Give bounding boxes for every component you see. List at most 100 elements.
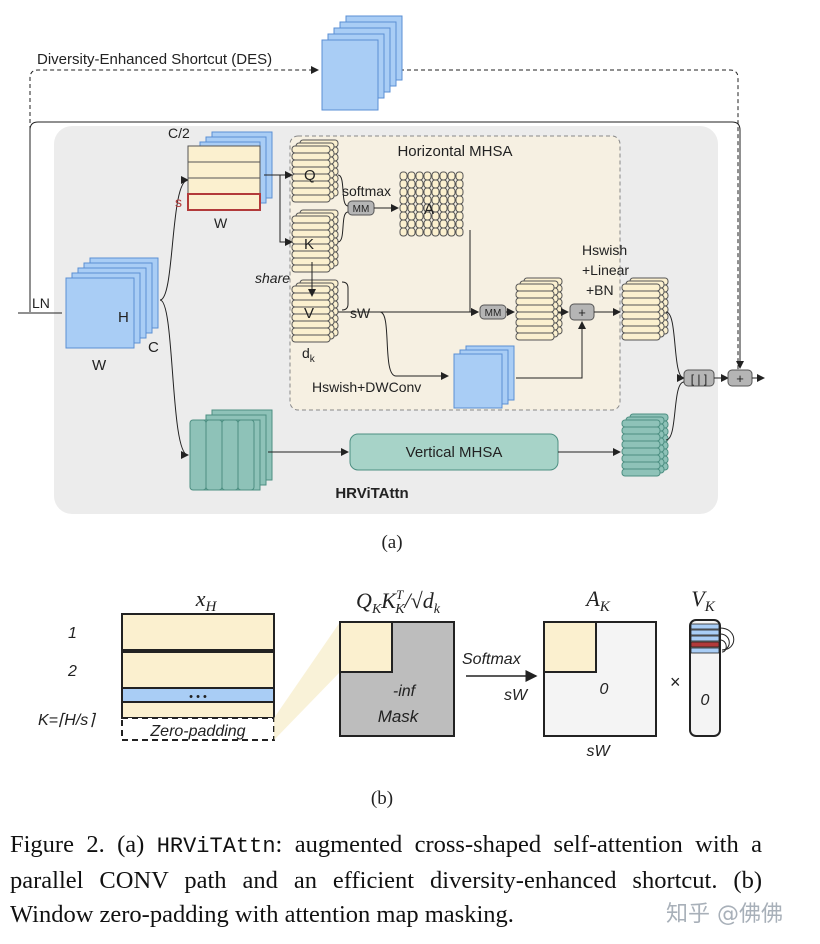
softmax-label: softmax [342,183,391,199]
attention-cell [415,179,424,189]
vk-title: VK [691,586,715,615]
sw-label: sW [350,305,371,321]
vertical-out-cell [621,468,661,477]
attention-cell [415,195,424,205]
ak-title: AK [584,586,610,615]
mm-out-cell [515,318,555,327]
attention-cell [455,195,464,205]
attention-cell [455,179,464,189]
caption-text: : augmented cross-shaped self-attention … [10,831,762,928]
mm-out-cell [515,290,555,299]
branch-upper [159,176,189,301]
caption-prefix: Figure 2. (a) [10,831,157,858]
attention-cell [431,171,440,181]
mask-label: Mask [378,707,420,726]
mask-inf-label: -inf [393,683,417,700]
vk-row [690,635,720,642]
attention-cell [415,187,424,197]
row-2-label: 2 [67,663,77,680]
attention-cell [415,227,424,237]
linear-out-cell [621,318,661,327]
mm-out-cell [515,332,555,341]
attention-cell [399,219,408,229]
vertical-mhsa-label: Vertical MHSA [406,444,503,461]
vertical-out-cell [621,461,661,470]
horizontal-mhsa-label: Horizontal MHSA [397,143,512,160]
xh-dots: • • • [189,691,207,703]
vk-loop-2 [719,633,730,651]
horizontal-input-stack [187,131,273,211]
mm-output-tile [515,277,563,341]
attention-cell [439,219,448,229]
mm-out-cell [515,304,555,313]
vertical-out-cell [621,447,661,456]
linear-to-concat [665,311,685,382]
attention-cell [455,203,464,213]
vertical-out-cell [621,433,661,442]
v-tile-cell [291,285,331,294]
attention-cell [447,171,456,181]
linear-out-cell [621,311,661,320]
mm-out-cell [515,311,555,320]
des-feature-stack [321,15,403,111]
vk-loop-1 [719,627,735,651]
caption-module-name: HRViTAttn [156,834,276,859]
q-label: Q [304,167,316,184]
attention-cell [423,187,432,197]
attention-cell [431,179,440,189]
attention-cell [439,187,448,197]
attention-cell [407,187,416,197]
hswish-linear-bn-3: +BN [586,282,614,298]
panel-a-label: (a) [381,532,402,553]
w-split-label: W [214,215,228,231]
k-tile-cell [291,257,331,266]
residual-path [29,121,744,369]
sw-brace [341,281,349,311]
ak-zero: 0 [600,681,609,698]
attention-cell [415,203,424,213]
c-half-label: C/2 [168,125,190,141]
xh-row-1 [121,613,275,651]
softmax-b-label: Softmax [462,651,522,668]
attention-cell [447,227,456,237]
linear-out-cell [621,297,661,306]
vertical-out-cell [621,426,661,435]
attention-cell [423,227,432,237]
module-name: HRViTAttn [335,485,408,502]
attention-cell [423,179,432,189]
mm-out-cell [515,297,555,306]
v-tile-cell [291,327,331,336]
watermark: 知乎 @佛佛 [666,902,783,927]
v-label: V [304,305,314,322]
des-path-out [400,69,739,370]
attention-cell [399,171,408,181]
attention-cell [407,171,416,181]
k-tile-cell [291,222,331,231]
a-label: A [424,201,434,218]
k-row-label: K=⌈H/s⌉ [38,712,96,729]
mm-out-cell [515,283,555,292]
attention-cell [439,179,448,189]
qk-valid-block [339,621,393,673]
attention-cell [431,187,440,197]
q-tile-cell [291,145,331,154]
attention-cell [447,203,456,213]
k-tile-cell [291,215,331,224]
vk-loop-3 [719,639,727,653]
panel-b-label: (b) [371,788,393,809]
to-k-arrow [279,175,293,246]
share-label: share [255,270,290,286]
input-c-label: C [148,339,159,356]
attention-cell [399,195,408,205]
v-tile-cell [291,334,331,343]
attention-cell [455,219,464,229]
dk-label: dk [302,345,316,365]
attention-cell [407,179,416,189]
attention-cell [439,211,448,221]
vk-row [690,623,720,630]
attention-map-a [399,171,464,237]
sw-bottom-label: sW [586,743,611,760]
attention-cell [439,195,448,205]
attention-cell [431,219,440,229]
